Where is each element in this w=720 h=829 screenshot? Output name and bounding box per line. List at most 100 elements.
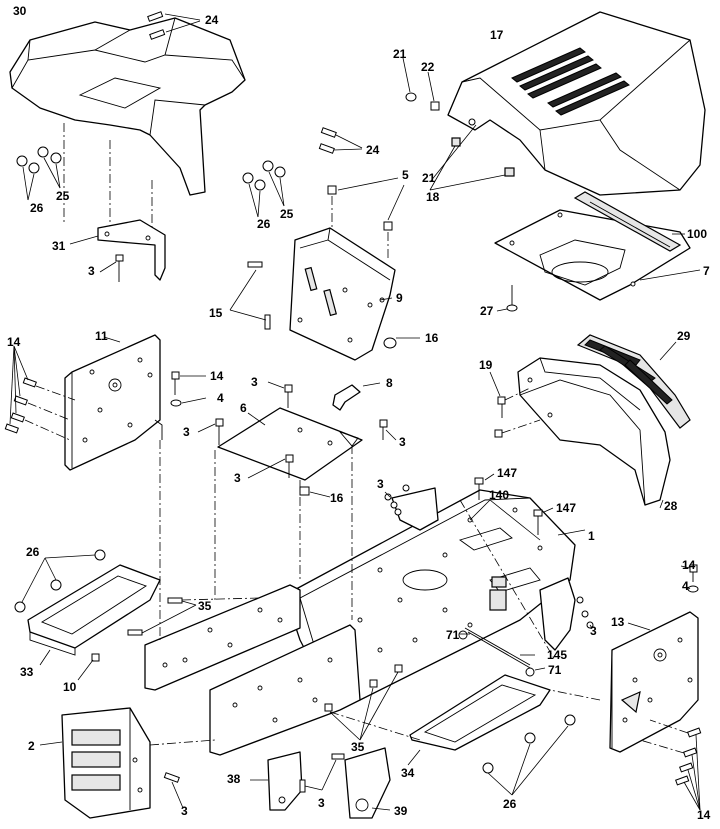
callout-30: 30 [13,4,27,18]
callout-147-bottom: 147 [556,501,577,515]
callout-19: 19 [479,358,493,372]
part-28-nose [517,357,671,509]
callout-26-footrest-left: 26 [26,545,40,559]
bolt-14-washer-4 [170,371,207,407]
bolts-19 [489,371,541,438]
part-1-main-frame [284,489,586,701]
callout-29: 29 [677,329,691,343]
callout-22: 22 [421,60,435,74]
callout-3-floor-right: 3 [399,435,406,449]
callout-13: 13 [611,615,625,629]
part-39-bracket [344,747,391,819]
callout-3-bracket: 3 [88,264,95,278]
bolts-3-floor [197,381,397,479]
callout-27: 27 [480,304,494,318]
part-34-footrest-right [407,674,551,766]
callout-14-right-top: 14 [682,558,696,572]
callout-26-footrest-right: 26 [503,797,517,811]
callout-26-left: 26 [30,201,44,215]
hardware-25-26-right [242,160,286,218]
callout-15: 15 [209,306,223,320]
callout-8: 8 [386,376,393,390]
callout-3-frame-right: 3 [590,624,597,638]
callout-140: 140 [489,488,510,502]
bolts-3-brackets [299,753,345,793]
part-8-clip [332,382,381,411]
callout-100: 100 [687,227,708,241]
callout-18: 18 [426,190,440,204]
part-16-clip-top [383,337,420,349]
callout-35-left: 35 [198,599,212,613]
part-17-hood [447,11,706,196]
callout-71-bottom: 71 [548,663,562,677]
part-2-rear-plate [39,707,151,819]
callout-17: 17 [490,28,504,42]
callout-25-right: 25 [280,207,294,221]
part-29-grille [576,334,691,429]
hardware-26-35-left [14,549,261,681]
callout-5: 5 [402,168,409,182]
part-16-clip-floor [299,486,331,498]
callout-21-bottom: 21 [422,171,436,185]
callout-3-rear-plate: 3 [181,804,188,818]
bolts-24-right [318,127,363,154]
hardware-21-22 [402,57,506,191]
callout-35-right: 35 [351,740,365,754]
nuts-5 [327,177,405,260]
callout-31: 31 [52,239,66,253]
callout-16-top: 16 [425,331,439,345]
part-13-right-panel [609,611,699,753]
callout-21-top: 21 [393,47,407,61]
callout-6: 6 [240,401,247,415]
callout-11: 11 [95,329,108,343]
bolts-147 [469,473,554,541]
callout-38: 38 [227,772,241,786]
callout-7: 7 [703,264,710,278]
part-145-rod [458,627,546,677]
callout-33: 33 [20,665,34,679]
callout-26-right: 26 [257,217,271,231]
callout-4-right: 4 [682,579,689,593]
part-31-bracket [69,219,166,281]
part-9-dash-panel [289,227,396,361]
part-33-footrest-left [27,564,161,666]
part-27-pin [496,285,518,312]
callout-24-right: 24 [366,143,380,157]
frame-rail-left [144,584,301,691]
callout-10: 10 [63,680,77,694]
callout-34: 34 [401,766,415,780]
frame-rail-right [209,624,361,756]
bolts-15 [229,261,271,330]
callout-4-left: 4 [217,391,224,405]
callout-2: 2 [28,739,35,753]
part-100-strip [573,191,685,252]
hood-grille [511,47,630,116]
callout-14-left-top: 14 [7,335,21,349]
bolt-3-rear [149,739,216,809]
bolts-24-top [147,11,201,40]
callout-14-left: 14 [210,369,224,383]
part-11-left-panel [64,334,163,471]
hardware-26-35-right [324,664,576,796]
callout-3-brackets: 3 [318,796,325,810]
part-30-rear-fender [9,17,246,196]
bolts-14-right [639,564,702,811]
callout-3-floor-left: 3 [183,425,190,439]
callout-24-top: 24 [205,13,219,27]
callout-1: 1 [588,529,595,543]
callout-71-top: 71 [446,628,460,642]
bolts-14-left [4,345,76,441]
frame-brackets [384,484,594,651]
callout-3-bracket-right: 3 [377,477,384,491]
part-6-floor-plate [217,407,363,481]
callout-25-left: 25 [56,189,70,203]
callout-3-floor-top: 3 [251,375,258,389]
bolt-3-bracket31 [99,254,124,282]
callout-145: 145 [547,648,568,662]
callout-14-right-bottom: 14 [697,808,711,822]
callout-3-floor-bottom: 3 [234,471,241,485]
callout-28: 28 [664,499,678,513]
part-7-hood-plate [494,209,691,301]
